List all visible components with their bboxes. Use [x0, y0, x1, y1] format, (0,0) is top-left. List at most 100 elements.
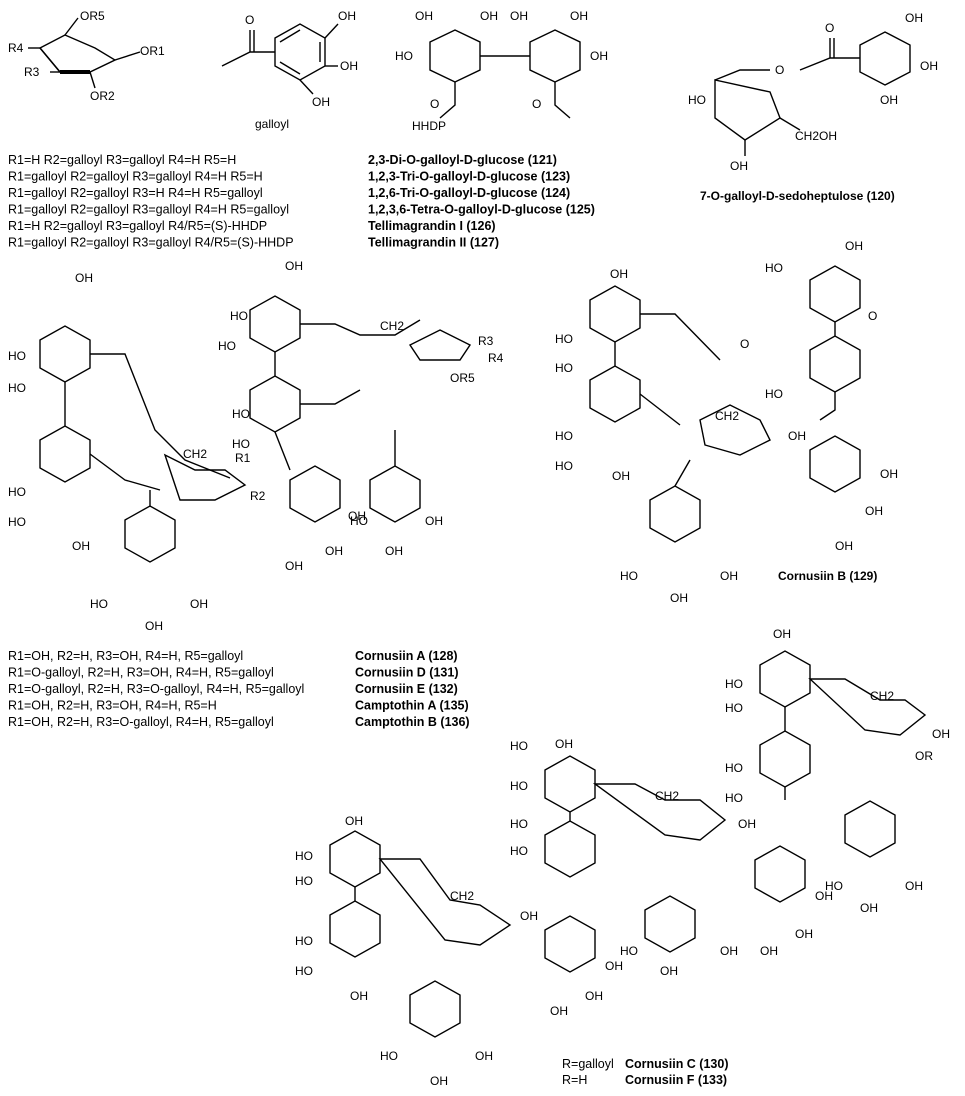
ho-label: HO — [8, 485, 26, 499]
oh-label: OH — [860, 901, 878, 915]
oh-label: OH — [920, 59, 938, 73]
ho-label: HO — [510, 739, 528, 753]
oh-label: OH — [585, 989, 603, 1003]
ho-label: HO — [620, 569, 638, 583]
oh-label: OH — [475, 1049, 493, 1063]
oh-label: OH — [345, 814, 363, 828]
glucose-substituent-table: R1=H R2=galloyl R3=galloyl R4=H R5=H 2,3-… — [8, 153, 595, 250]
ho-label: HO — [8, 515, 26, 529]
oh-label: OH — [285, 259, 303, 273]
oh-label: OH — [590, 49, 608, 63]
oh-label: OH — [430, 1074, 448, 1088]
cornusiin-a-structure: OH HO HO HO HO CH2 R3 R4 OR5 OH HO HO HO… — [8, 259, 504, 633]
ho-label: HO — [510, 817, 528, 831]
compound-name: Camptothin A (135) — [355, 699, 469, 713]
r4-label: R4 — [488, 351, 504, 365]
ho-label: HO — [295, 934, 313, 948]
oh-label: OH — [340, 59, 358, 73]
ho-label: HO — [350, 514, 368, 528]
oh-label: OH — [788, 429, 806, 443]
carbonyl-o-label: O — [868, 309, 877, 323]
ho-label: HO — [555, 332, 573, 346]
ch2-label: CH2 — [450, 889, 474, 903]
ho-label: HO — [230, 309, 248, 323]
carbonyl-o-label: O — [740, 337, 749, 351]
oh-label: OH — [145, 619, 163, 633]
or5-label: OR5 — [450, 371, 475, 385]
ho-label: HO — [688, 93, 706, 107]
oh-label: OH — [555, 737, 573, 751]
cornusiin-cf-structure: OH HO HO HO HO CH2 OH OR HO OH OH OH HO … — [295, 627, 950, 1088]
cornusiin-b-caption: Cornusiin B (129) — [778, 569, 877, 583]
substituent-definition: R1=galloyl R2=galloyl R3=galloyl R4/R5=(… — [8, 236, 294, 250]
substituent-definition: R=H — [562, 1073, 587, 1087]
ho-label: HO — [725, 701, 743, 715]
carbonyl-o-label: O — [825, 21, 834, 35]
or1-label: OR1 — [140, 44, 165, 58]
oh-label: OH — [670, 591, 688, 605]
ho-label: HO — [725, 677, 743, 691]
galloyl-structure: O OH OH OH galloyl — [221, 9, 358, 131]
oh-label: OH — [905, 879, 923, 893]
oh-label: OH — [190, 597, 208, 611]
compound-name: 2,3-Di-O-galloyl-D-glucose (121) — [368, 153, 557, 167]
substituent-definition: R=galloyl — [562, 1057, 614, 1071]
substituent-definition: R1=O-galloyl, R2=H, R3=O-galloyl, R4=H, … — [8, 682, 304, 696]
substituent-definition: R1=O-galloyl, R2=H, R3=OH, R4=H, R5=gall… — [8, 666, 274, 680]
oh-label: OH — [348, 509, 366, 523]
oh-label: OH — [773, 627, 791, 641]
oh-label: OH — [570, 9, 588, 23]
compound-name: Cornusiin F (133) — [625, 1073, 727, 1087]
substituent-definition: R1=OH, R2=H, R3=O-galloyl, R4=H, R5=gall… — [8, 715, 274, 729]
oh-label: OH — [72, 539, 90, 553]
cornusiin-substituent-table: R1=OH, R2=H, R3=OH, R4=H, R5=galloyl Corn… — [8, 649, 470, 729]
oh-label: OH — [285, 559, 303, 573]
oh-label: OH — [845, 239, 863, 253]
substituent-definition: R1=galloyl R2=galloyl R3=H R4=H R5=gallo… — [8, 186, 263, 200]
r3-label: R3 — [478, 334, 494, 348]
oh-label: OH — [385, 544, 403, 558]
ho-label: HO — [232, 437, 250, 451]
ch2oh-label: CH2OH — [795, 129, 837, 143]
substituent-definition: R1=OH, R2=H, R3=OH, R4=H, R5=galloyl — [8, 649, 243, 663]
ho-label: HO — [295, 964, 313, 978]
substituent-definition: R1=H R2=galloyl R3=galloyl R4=H R5=H — [8, 153, 236, 167]
hhdp-caption: HHDP — [412, 119, 446, 133]
oh-label: OH — [660, 964, 678, 978]
ho-label: HO — [725, 761, 743, 775]
ho-label: HO — [218, 339, 236, 353]
ho-label: HO — [8, 381, 26, 395]
compound-name: Camptothin B (136) — [355, 715, 470, 729]
or2-label: OR2 — [90, 89, 115, 103]
carbonyl-o-label: O — [430, 97, 439, 111]
oh-label: OH — [550, 1004, 568, 1018]
oh-label: OH — [610, 267, 628, 281]
oh-label: OH — [75, 271, 93, 285]
compound-name: Cornusiin A (128) — [355, 649, 458, 663]
galloyl-caption: galloyl — [255, 117, 289, 131]
ho-label: HO — [8, 349, 26, 363]
substituent-definition: R1=OH, R2=H, R3=OH, R4=H, R5=H — [8, 699, 217, 713]
oh-label: OH — [865, 504, 883, 518]
compound-name: Tellimagrandin II (127) — [368, 236, 499, 250]
cornusiin-b-structure: OH HO O O HO OH HO HO HO HO OH CH2 OH OH… — [555, 239, 898, 605]
r4-label: R4 — [8, 41, 24, 55]
ho-label: HO — [765, 387, 783, 401]
compound-name: Tellimagrandin I (126) — [368, 219, 496, 233]
ch2-label: CH2 — [655, 789, 679, 803]
oh-label: OH — [520, 909, 538, 923]
substituent-definition: R1=galloyl R2=galloyl R3=galloyl R4=H R5… — [8, 203, 289, 217]
ho-label: HO — [295, 874, 313, 888]
oh-label: OH — [730, 159, 748, 173]
r2-label: R2 — [250, 489, 266, 503]
hhdp-structure: OH OH OH OH HO OH O O HHDP — [395, 9, 608, 133]
ester-o-label: O — [775, 63, 784, 77]
ho-label: HO — [555, 459, 573, 473]
compound-name: 1,2,3-Tri-O-galloyl-D-glucose (123) — [368, 170, 570, 184]
ch2-label: CH2 — [380, 319, 404, 333]
ho-label: HO — [555, 361, 573, 375]
compound-name: 1,2,3,6-Tetra-O-galloyl-D-glucose (125) — [368, 203, 595, 217]
oh-label: OH — [720, 569, 738, 583]
